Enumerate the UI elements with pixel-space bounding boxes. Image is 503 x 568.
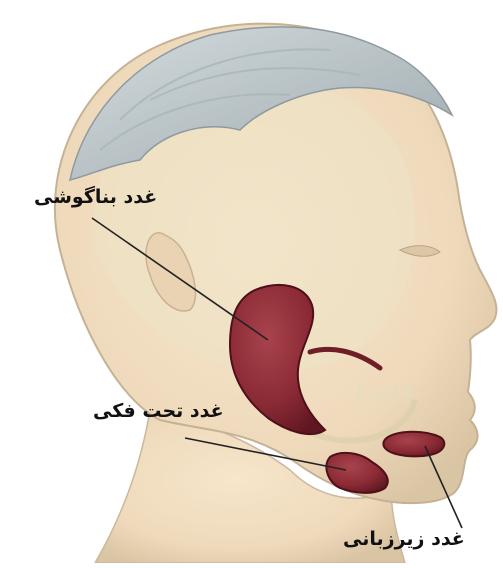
- sublingual-gland: [383, 432, 444, 457]
- label-submandibular-glands: غدد تحت فکی: [93, 402, 224, 421]
- label-sublingual-glands: غدد زیرزبانی: [343, 530, 465, 549]
- label-parotid-glands: غدد بناگوشی: [34, 188, 157, 207]
